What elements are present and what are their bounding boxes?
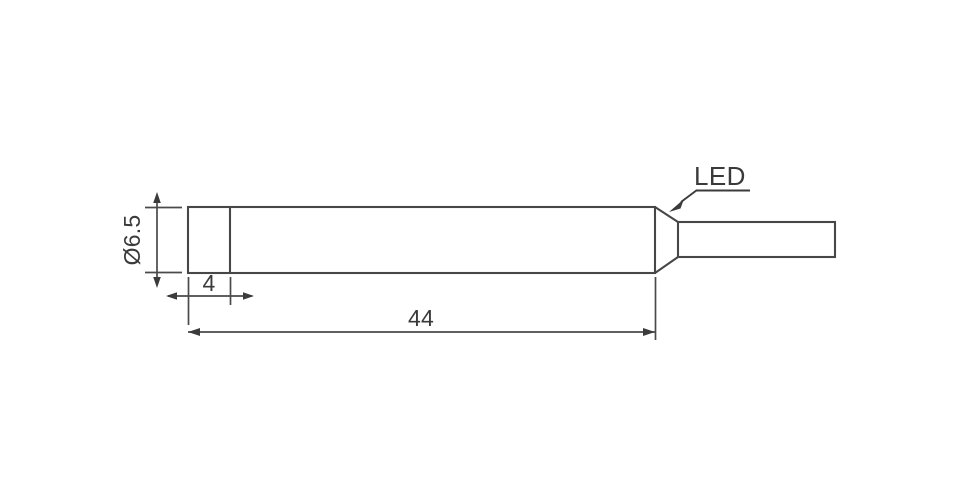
cable-outline [676, 220, 837, 259]
face-arrow-left-icon [166, 292, 177, 300]
led-callout-group: LED [669, 161, 750, 212]
led-leader-arrow-icon [669, 199, 684, 212]
diameter-arrow-down-icon [153, 277, 161, 288]
cable-taper-bottom-line [654, 256, 679, 274]
part-geometry [186, 205, 837, 275]
led-annotation-label: LED [694, 161, 746, 191]
length-arrow-right-icon [643, 328, 655, 336]
led-leader-diagonal-line [680, 189, 698, 203]
sensor-body-outline [186, 205, 657, 275]
diameter-dimension-label: Ø6.5 [119, 215, 145, 266]
sensing-face-dimension-label: 4 [203, 270, 216, 296]
diameter-dimension-group: Ø6.5 [119, 192, 182, 288]
diameter-arrow-up-icon [153, 192, 161, 203]
face-arrow-right-icon [243, 292, 254, 300]
body-length-dimension-group: 44 [188, 277, 657, 340]
body-length-dimension-label: 44 [408, 305, 434, 331]
length-arrow-left-icon [188, 328, 200, 336]
sensing-face-dimension-group: 4 [166, 270, 254, 325]
cable-taper-top-line [654, 206, 679, 223]
